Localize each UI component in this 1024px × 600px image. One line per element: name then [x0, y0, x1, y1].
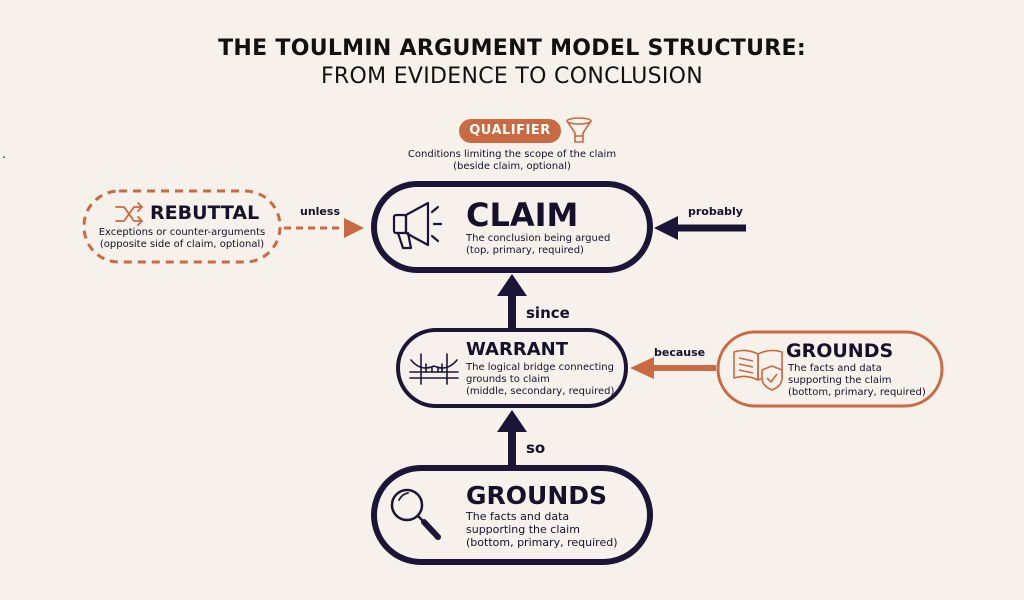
- stray-dot: .: [2, 147, 6, 161]
- edge-label-so: so: [526, 439, 546, 457]
- edge-label-since: since: [526, 304, 570, 322]
- warrant-title: WARRANT: [466, 339, 568, 360]
- magnifier-icon: [390, 488, 441, 540]
- rebuttal-title: REBUTTAL: [150, 202, 260, 224]
- edge-label-unless: unless: [300, 205, 340, 218]
- grounds-main-node[interactable]: [371, 465, 653, 565]
- qualifier-description: Conditions limiting the scope of the cla…: [407, 149, 617, 172]
- arrow-because: [630, 357, 716, 379]
- arrow-since: [497, 274, 527, 328]
- warrant-description: The logical bridge connecting grounds to…: [466, 362, 615, 397]
- edge-label-because: because: [654, 346, 706, 359]
- grounds-main-title: GROUNDS: [466, 481, 608, 510]
- shuffle-icon: [115, 202, 143, 226]
- megaphone-icon: [392, 201, 443, 250]
- claim-title: CLAIM: [466, 196, 579, 234]
- diagram-title: THE TOULMIN ARGUMENT MODEL STRUCTURE:: [218, 36, 806, 61]
- diagram-subtitle: FROM EVIDENCE TO CONCLUSION: [320, 64, 704, 89]
- edge-label-probably: probably: [688, 205, 743, 218]
- arrow-probably: [654, 216, 746, 240]
- funnel-icon: [566, 117, 592, 143]
- grounds-main-description: The facts and data supporting the claim …: [466, 510, 618, 549]
- rebuttal-description: Exceptions or counter-arguments (opposit…: [98, 227, 266, 250]
- grounds-side-title: GROUNDS: [786, 340, 894, 362]
- arrow-unless: [284, 218, 364, 238]
- qualifier-label[interactable]: QUALIFIER: [459, 119, 561, 143]
- warrant-node[interactable]: [396, 328, 628, 408]
- book-shield-icon: [733, 349, 783, 391]
- grounds-side-description: The facts and data supporting the claim …: [788, 363, 926, 398]
- claim-node[interactable]: [371, 181, 653, 273]
- bridge-icon: [409, 353, 459, 385]
- arrow-so: [497, 410, 527, 465]
- claim-description: The conclusion being argued (top, primar…: [466, 233, 611, 256]
